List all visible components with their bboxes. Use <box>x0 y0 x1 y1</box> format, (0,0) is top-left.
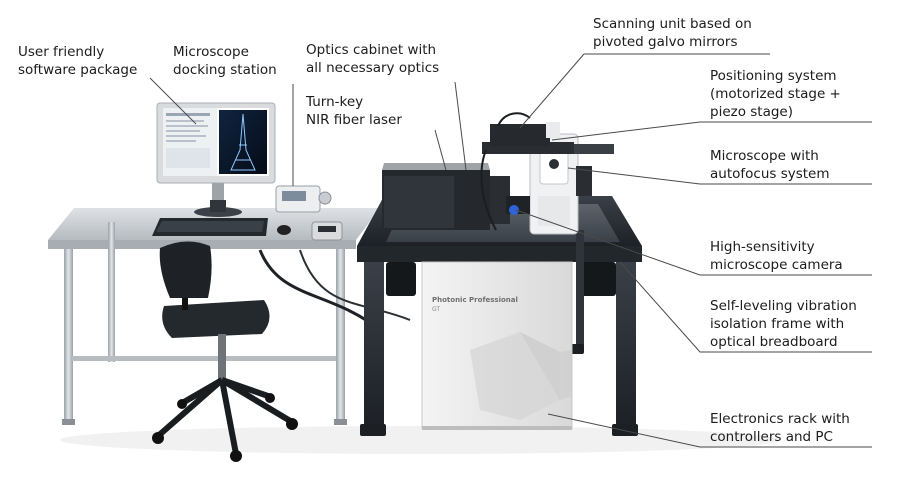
frame-leg-back <box>576 230 584 350</box>
table-leg-front-left <box>64 249 73 421</box>
cable-bundle <box>299 249 411 321</box>
frame-foot <box>360 424 386 436</box>
leader-lines <box>149 53 872 448</box>
label-line: microscope camera <box>710 257 843 273</box>
label-line: Optics cabinet with <box>306 42 437 58</box>
floor-shadow <box>60 426 780 454</box>
leader-frame <box>619 261 872 353</box>
label-line: optical breadboard <box>710 334 838 350</box>
leader-optics-cabinet <box>454 81 467 171</box>
label-line: piezo stage) <box>710 104 794 120</box>
docking-station-icon <box>275 185 343 241</box>
label-docking: Microscope docking station <box>173 43 277 79</box>
label-optics-cabinet: Optics cabinet with all necessary optics <box>306 41 439 77</box>
frame-leg-front-right <box>616 262 636 426</box>
label-microscope: Microscope with autofocus system <box>710 147 830 183</box>
label-line: Electronics rack with <box>710 411 850 427</box>
frame-edge <box>357 246 642 262</box>
isolator-pod <box>386 262 416 296</box>
keyboard-icon <box>152 218 268 236</box>
office-chair-icon <box>152 241 298 462</box>
isolator-pod <box>578 262 616 296</box>
label-line: NIR fiber laser <box>306 112 402 128</box>
label-line: controllers and PC <box>710 429 833 445</box>
label-line: pivoted galvo mirrors <box>593 34 738 50</box>
microscope-icon <box>480 112 614 235</box>
label-line: Self-leveling vibration <box>710 298 857 314</box>
label-scanning: Scanning unit based on pivoted galvo mir… <box>593 15 752 51</box>
label-line: Turn-key <box>306 94 364 110</box>
label-positioning: Positioning system (motorized stage + pi… <box>710 67 841 121</box>
monitor-icon <box>156 102 276 217</box>
label-frame: Self-leveling vibration isolation frame … <box>710 297 857 351</box>
frame-foot <box>612 424 638 436</box>
leader-electronics <box>547 413 872 448</box>
leader-camera <box>515 209 872 276</box>
leader-software <box>149 77 197 125</box>
label-line: docking station <box>173 62 277 78</box>
mouse-icon <box>277 225 291 235</box>
label-laser: Turn-key NIR fiber laser <box>306 93 402 129</box>
leader-microscope <box>567 167 872 185</box>
label-line: User friendly <box>18 44 105 60</box>
frame-foot <box>570 344 584 354</box>
laser-box-icon <box>382 163 510 230</box>
leader-scanning <box>519 53 770 129</box>
label-line: Microscope <box>173 44 249 60</box>
cable-bundle <box>258 249 381 332</box>
frame-leg-front-left <box>364 262 384 426</box>
table-leg-front-right <box>336 249 345 421</box>
label-line: Positioning system <box>710 68 837 84</box>
rack-brand-label: Photonic Professional <box>432 296 518 304</box>
label-line: all necessary optics <box>306 60 440 76</box>
table-foot <box>334 419 347 425</box>
label-electronics: Electronics rack with controllers and PC <box>710 410 850 446</box>
label-line: autofocus system <box>710 166 830 182</box>
label-line: isolation frame with <box>710 316 845 332</box>
leader-positioning <box>551 121 872 141</box>
table-crossbar <box>72 356 336 361</box>
electronics-rack-icon <box>421 261 573 430</box>
rack-model-label: GT <box>432 306 440 313</box>
label-line: Scanning unit based on <box>593 16 752 32</box>
label-line: (motorized stage + <box>710 86 841 102</box>
table-leg-back-left <box>108 222 115 362</box>
label-software: User friendly software package <box>18 43 137 79</box>
scanner-icon <box>490 124 550 146</box>
label-line: Microscope with <box>710 148 819 164</box>
label-camera: High-sensitivity microscope camera <box>710 238 843 274</box>
table-foot <box>62 419 75 425</box>
leader-laser <box>434 129 447 171</box>
label-line: software package <box>18 62 138 78</box>
label-line: High-sensitivity <box>710 239 815 255</box>
